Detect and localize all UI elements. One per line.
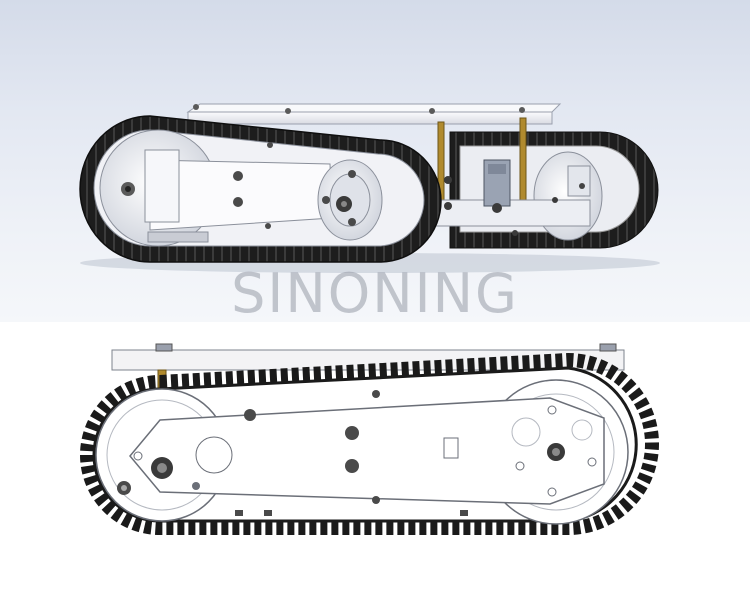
screw-icon xyxy=(444,176,452,184)
screw-icon xyxy=(233,197,243,207)
rear-wheel-bracket xyxy=(567,165,591,197)
screw-icon xyxy=(429,108,435,114)
screw-icon xyxy=(193,104,199,110)
bottom-view-background xyxy=(0,322,750,600)
screw-icon xyxy=(233,171,243,181)
screw-icon xyxy=(444,202,452,210)
motor-housing xyxy=(144,149,180,223)
isometric-view xyxy=(79,103,660,273)
screw-icon xyxy=(519,107,525,113)
screw-icon xyxy=(285,108,291,114)
top-deck-plate xyxy=(187,111,553,125)
screw-icon xyxy=(492,203,502,213)
top-deck-plate-edge xyxy=(186,103,562,113)
watermark-text: SINONING xyxy=(231,262,519,325)
